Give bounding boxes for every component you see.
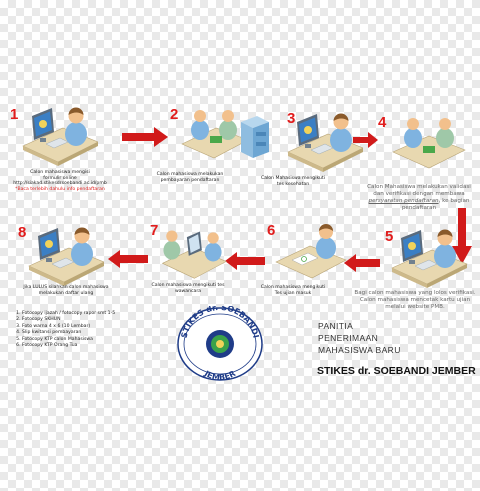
requirement-item: Slip kwitansi pembayaran bbox=[22, 330, 115, 336]
arrow-4-to-5 bbox=[452, 208, 472, 264]
logo-bottom-text: JEMBER bbox=[202, 369, 237, 382]
step-8-illustration bbox=[28, 227, 104, 287]
arrow-3-to-4 bbox=[353, 132, 378, 148]
step-8-caption: Jika LULUS silahkan calon mahasiswa mela… bbox=[23, 285, 109, 296]
brand-line-2: PENERIMAAN bbox=[318, 333, 379, 343]
step-4-number: 4 bbox=[378, 114, 387, 131]
step-2-number: 2 bbox=[170, 106, 179, 123]
step-3-caption: Calon Mahasiswa mengikuti tes kesehatan bbox=[261, 176, 325, 187]
step-8-number: 8 bbox=[18, 224, 27, 241]
step-5-illustration bbox=[391, 229, 468, 289]
step-6-caption: Calon mahasiswa mengikuti Tes ujian masu… bbox=[260, 285, 326, 296]
step-4-illustration bbox=[392, 118, 466, 169]
requirement-item: Foto warna 4 x 6 (10 Lembar) bbox=[22, 324, 115, 330]
requirement-item: Fotocopy KTP calon Mahasiswa bbox=[22, 337, 115, 343]
step-1-number: 1 bbox=[10, 106, 19, 123]
requirement-item: Fotocopy ijazah / fotocopy rapor smt 1-5 bbox=[22, 311, 115, 317]
brand-line-4: STIKES dr. SOEBANDI JEMBER bbox=[317, 365, 476, 377]
requirement-item: Fotocopy SKHUN bbox=[22, 317, 115, 323]
stikes-logo: STIKES dr. SOEBANDI JEMBER bbox=[177, 306, 263, 382]
step-7-number: 7 bbox=[150, 222, 159, 239]
step-5-number: 5 bbox=[385, 228, 394, 245]
arrow-1-to-2 bbox=[122, 127, 168, 147]
step-4-text-before: Calon Mahasiswa melakukan validasi dan v… bbox=[367, 184, 471, 197]
step-4-caption: Calon Mahasiswa melakukan validasi dan v… bbox=[360, 184, 478, 212]
step-4-text-after: , ke bagian pendaftaran bbox=[401, 198, 470, 211]
arrow-5-to-6 bbox=[344, 254, 380, 272]
step-4-requirements-link[interactable]: persyaratan pendaftaran bbox=[368, 198, 439, 204]
arrow-7-to-8 bbox=[108, 250, 148, 268]
step-6-illustration bbox=[275, 224, 347, 279]
cabinet-illustration bbox=[241, 116, 269, 158]
step-3-illustration bbox=[287, 113, 363, 173]
step-7-illustration bbox=[161, 230, 227, 279]
step-2-caption: Calon mahasiswa melakukan pembayaran pen… bbox=[156, 172, 224, 183]
step-1-note: *Baca terlebih dahulu info pendaftaran bbox=[15, 187, 105, 192]
step-7-caption: Calon mahasiswa mengikuti tes wawancara bbox=[151, 283, 225, 294]
step-6-number: 6 bbox=[267, 222, 276, 239]
arrow-6-to-7 bbox=[225, 252, 265, 270]
brand-line-3: MAHASISWA BARU bbox=[318, 345, 401, 355]
step-1-caption: Calon mahasiswa mengisi formulir online … bbox=[13, 170, 107, 187]
requirement-item: Fotocopy KTP Orang Tua bbox=[22, 343, 115, 349]
step-3-number: 3 bbox=[287, 110, 296, 127]
step-1-illustration bbox=[22, 107, 98, 167]
requirements-list: Fotocopy ijazah / fotocopy rapor smt 1-5… bbox=[12, 311, 115, 349]
step-2-illustration bbox=[181, 110, 249, 159]
step-5-caption: Bagi calon mahasiswa yang lolos verifika… bbox=[354, 290, 476, 310]
brand-line-1: PANITIA bbox=[318, 321, 354, 331]
